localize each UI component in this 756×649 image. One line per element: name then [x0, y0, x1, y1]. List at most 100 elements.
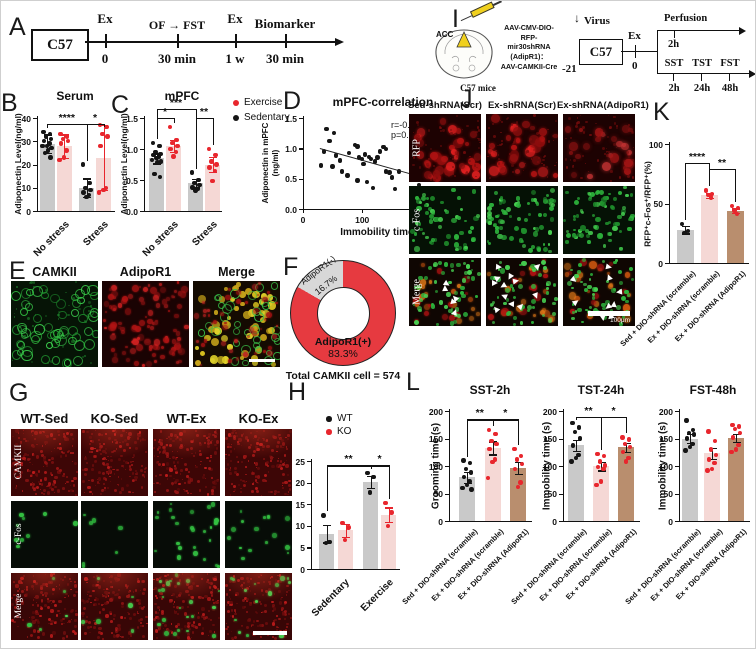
cell-blob: [121, 602, 124, 605]
cell-blob: [575, 214, 579, 218]
cell-blob: [145, 616, 148, 619]
cell-blob: [74, 331, 78, 335]
cell-blob: [116, 468, 120, 472]
cell-blob: [50, 602, 52, 605]
cell-blob: [102, 477, 106, 481]
data-dot: [175, 143, 180, 149]
cell-blob: [65, 432, 69, 435]
cell-blob: [626, 151, 629, 155]
cell-blob: [628, 218, 632, 222]
cell-blob: [163, 446, 167, 449]
cell-blob: [624, 289, 629, 295]
cell-blob: [16, 285, 19, 288]
cell-blob: [109, 475, 111, 478]
data-dot: [601, 466, 606, 471]
cell-blob: [565, 229, 570, 234]
cell-blob: [49, 487, 52, 490]
cell-blob: [578, 128, 583, 132]
cell-blob: [160, 465, 163, 468]
error-cap: [489, 454, 497, 456]
cell-blob: [493, 191, 498, 196]
cell-blob: [97, 636, 101, 640]
cell-blob: [597, 233, 604, 239]
cell-blob: [63, 433, 65, 436]
scatter-dot: [352, 143, 358, 148]
cell-blob: [253, 449, 257, 453]
cell-blob: [237, 484, 240, 487]
cell-blob: [32, 285, 44, 297]
cell-blob: [412, 303, 416, 307]
tests-arrowhead: [749, 69, 755, 78]
cell-blob: [428, 304, 432, 308]
panel-label-f: F: [283, 253, 299, 281]
micro-j-merge-2: 100μm: [563, 258, 635, 326]
cell-blob: [591, 292, 595, 296]
data-dot: [686, 430, 692, 436]
cell-blob: [190, 623, 194, 627]
cell-blob: [430, 158, 433, 161]
cell-blob: [272, 604, 275, 607]
cell-blob: [427, 165, 430, 167]
cell-blob: [447, 308, 452, 313]
test-time-label: 2h: [668, 83, 680, 94]
error-cap: [732, 434, 741, 436]
cell-blob: [251, 490, 255, 494]
cell-blob: [126, 443, 129, 446]
cell-blob: [91, 479, 95, 482]
sig-stars: **: [199, 106, 209, 118]
cell-blob: [242, 479, 245, 483]
cell-blob: [609, 153, 619, 163]
cell-blob: [190, 585, 194, 588]
cell-blob: [59, 454, 63, 458]
cell-blob: [515, 121, 518, 124]
bar: [363, 481, 378, 569]
cell-blob: [225, 453, 228, 456]
cell-blob: [82, 606, 86, 610]
cell-blob: [538, 272, 543, 277]
cell-blob: [133, 612, 137, 616]
cell-blob: [267, 515, 270, 518]
cell-blob: [268, 580, 271, 584]
cell-blob: [72, 297, 76, 301]
data-dot: [706, 192, 711, 198]
cell-blob: [168, 474, 172, 478]
cell-blob: [209, 441, 212, 444]
cell-blob: [250, 444, 252, 446]
cell-blob: [569, 142, 578, 151]
image-column-header: WT-Sed: [20, 411, 69, 426]
cell-blob: [97, 470, 101, 474]
cell-blob: [495, 214, 499, 219]
cell-blob: [23, 437, 27, 441]
cell-blob: [492, 123, 495, 126]
cell-blob: [117, 573, 121, 577]
data-dot: [168, 146, 173, 152]
cell-blob: [453, 155, 458, 160]
y-axis: [37, 116, 39, 211]
cell-blob: [68, 450, 71, 453]
cell-blob: [108, 611, 113, 615]
data-dot: [103, 185, 109, 190]
cell-blob: [112, 634, 117, 638]
data-dot: [469, 487, 474, 492]
timeline-time-label: 30 min: [266, 51, 304, 66]
cell-blob: [193, 614, 196, 616]
cell-blob: [83, 491, 86, 494]
cell-blob: [89, 521, 94, 525]
sig-bracket-drop: [492, 419, 494, 427]
cell-blob: [229, 579, 233, 583]
cell-blob: [471, 170, 480, 179]
data-dot: [96, 190, 102, 195]
cell-blob: [83, 306, 94, 318]
cell-blob: [277, 626, 279, 629]
cell-blob: [27, 453, 30, 456]
cell-blob: [228, 359, 232, 363]
cell-blob: [107, 293, 115, 301]
cell-blob: [591, 213, 595, 217]
cell-blob: [131, 464, 133, 466]
cell-blob: [155, 346, 160, 351]
y-tick-label: 100: [428, 461, 443, 472]
y-tick-label: 0: [658, 258, 663, 269]
cell-blob: [243, 589, 247, 593]
cell-blob: [568, 292, 577, 301]
